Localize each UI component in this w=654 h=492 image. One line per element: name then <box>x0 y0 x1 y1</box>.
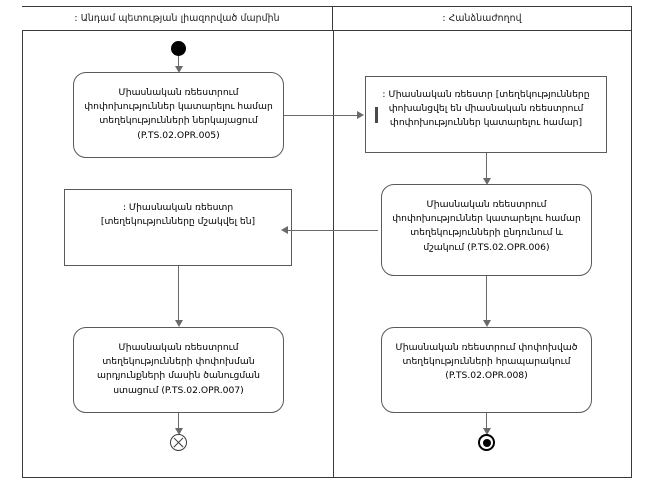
edge-left-object1-to-action2 <box>178 266 180 322</box>
activity-final-node <box>478 434 495 451</box>
swimlane-body-right <box>333 30 632 478</box>
action-node-submit-information-label: Միասնական ռեեստրում փոփոխություններ կատա… <box>84 87 273 141</box>
action-node-submit-information[interactable]: Միասնական ռեեստրում փոփոխություններ կատա… <box>73 72 284 158</box>
edge-action2-to-activity-final <box>486 413 488 431</box>
arrowhead-initial-to-action1 <box>174 66 183 73</box>
arrowhead-right-action1-to-left-object1 <box>281 226 288 234</box>
arrowhead-action1-to-right-object1 <box>357 111 364 119</box>
arrowhead-action2-to-activity-final <box>482 428 491 435</box>
arrowhead-right-object1-to-action1 <box>482 178 491 185</box>
flow-final-node <box>170 434 187 451</box>
arrowhead-left-object1-to-action2 <box>174 320 183 327</box>
object-node-registry-processed[interactable]: : Միասնական ռեեստր [տեղեկությունները մշա… <box>64 189 292 266</box>
action-node-publish-changes[interactable]: Միասնական ռեեստրում փոփոխված տեղեկությու… <box>381 327 592 413</box>
object-node-registry-processed-label: : Միասնական ռեեստր [տեղեկությունները մշա… <box>100 202 256 228</box>
edge-right-action1-to-action2 <box>486 276 488 322</box>
edge-action1-to-right-object1 <box>284 114 360 116</box>
swimlane-body-left <box>22 30 334 478</box>
initial-node <box>171 41 186 56</box>
swimlane-header-left: : Անդամ պետության լիազորված մարմին <box>22 6 333 30</box>
action-node-receive-notification[interactable]: Միասնական ռեեստրում տեղեկությունների փոփ… <box>73 327 284 413</box>
edge-right-object1-to-action1 <box>486 153 488 180</box>
input-pin-icon <box>375 107 378 123</box>
object-node-registry-transferred[interactable]: : Միասնական ռեեստր [տեղեկությունները փոխ… <box>365 76 607 153</box>
arrowhead-action2-to-flow-final <box>174 428 183 435</box>
edge-initial-to-action1 <box>178 56 180 67</box>
action-node-receive-and-process[interactable]: Միասնական ռեեստրում փոփոխություններ կատա… <box>381 184 592 276</box>
action-node-receive-notification-label: Միասնական ռեեստրում տեղեկությունների փոփ… <box>97 342 260 396</box>
action-node-receive-and-process-label: Միասնական ռեեստրում փոփոխություններ կատա… <box>392 199 581 253</box>
swimlane-header-right: : Հանձնաժողով <box>333 6 632 30</box>
swimlane-header-right-label: : Հանձնաժողով <box>442 13 522 24</box>
edge-right-action1-to-left-object1 <box>287 229 378 231</box>
action-node-publish-changes-label: Միասնական ռեեստրում փոփոխված տեղեկությու… <box>395 342 578 382</box>
swimlane-header-left-label: : Անդամ պետության լիազորված մարմին <box>74 13 280 24</box>
arrowhead-right-action1-to-action2 <box>482 320 491 327</box>
edge-action2-to-flow-final <box>178 413 180 431</box>
object-node-registry-transferred-label: : Միասնական ռեեստր [տեղեկությունները փոխ… <box>382 89 590 129</box>
